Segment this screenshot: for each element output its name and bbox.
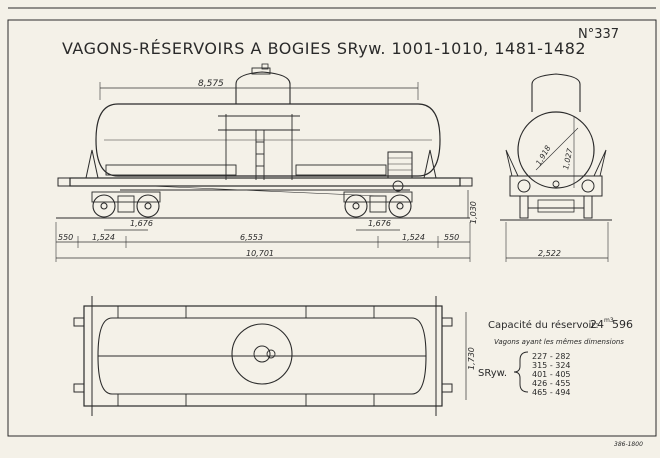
range-item: 426 - 455 xyxy=(532,379,571,388)
brake-cabinet xyxy=(387,151,413,179)
plan-dome xyxy=(231,323,293,385)
end-underframe xyxy=(509,175,603,197)
end-view: 1,918 1,027 2,522 xyxy=(500,73,612,262)
side-elevation: 8,575 1,676 1,676 550 1,524 6,553 1,524 … xyxy=(55,63,478,262)
range-list: 227 - 282 315 - 324 401 - 405 426 - 455 … xyxy=(532,352,571,397)
plan-frame xyxy=(83,305,443,407)
range-item: 401 - 405 xyxy=(532,370,571,379)
plan-view: 1,730 xyxy=(73,296,476,416)
capacity-decimal: 596 xyxy=(612,318,633,331)
tank-dome xyxy=(235,71,291,104)
tank-end-circle xyxy=(517,111,595,189)
dim-plan-width: 1,730 xyxy=(467,347,476,370)
capacity-label: Capacité du réservoir: xyxy=(488,319,599,331)
capacity-block: Capacité du réservoir: 24 m3 596 Vagons … xyxy=(478,317,633,397)
drawing-title: VAGONS-RÉSERVOIRS A BOGIES SRyw. 1001-10… xyxy=(62,39,586,58)
dim-bogie-pitch-left: 1,676 xyxy=(130,219,153,228)
range-item: 465 - 494 xyxy=(532,388,571,397)
dim-bogie-pitch-right: 1,676 xyxy=(368,219,391,228)
capacity-unit: m3 xyxy=(604,317,614,324)
dim-tank-length: 8,575 xyxy=(198,79,224,89)
railway-code: SRyw. xyxy=(478,368,507,379)
dim-centers: 6,553 xyxy=(240,233,263,242)
tank-body xyxy=(95,103,441,177)
footer-mark: 386-1800 xyxy=(614,441,643,448)
dim-tank-height: 1,027 xyxy=(561,147,574,170)
bogie-right xyxy=(343,180,413,218)
dim-overhang-left: 550 xyxy=(58,233,73,242)
end-dome xyxy=(531,73,581,112)
dim-diameter: 1,918 xyxy=(534,144,553,167)
dim-offset-left: 1,524 xyxy=(92,233,115,242)
buffer-left xyxy=(57,177,71,187)
plate-number: N°337 xyxy=(578,27,619,42)
dim-total-length: 10,701 xyxy=(246,249,274,258)
same-dims-label: Vagons ayant les mêmes dimensions xyxy=(494,338,624,346)
range-brace xyxy=(513,351,529,393)
buffer-right xyxy=(459,177,473,187)
range-item: 227 - 282 xyxy=(532,352,571,361)
dim-height: 1,030 xyxy=(469,201,478,224)
capacity-value: 24 xyxy=(590,318,604,331)
bogie-left xyxy=(91,191,161,218)
plan-tank xyxy=(97,317,427,395)
dim-width: 2,522 xyxy=(538,249,561,258)
frame-border xyxy=(7,19,657,437)
dim-offset-right: 1,524 xyxy=(402,233,425,242)
range-item: 315 - 324 xyxy=(532,361,571,370)
dim-overhang-right: 550 xyxy=(444,233,459,242)
